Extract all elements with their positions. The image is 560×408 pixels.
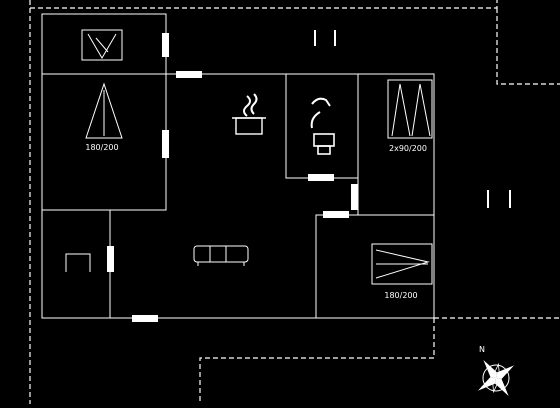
toilet-icon	[310, 97, 335, 155]
window-mark-right	[487, 190, 511, 208]
door-bedroom-bottom	[323, 211, 349, 218]
wc-room	[285, 74, 359, 179]
kitchen-pot-icon	[232, 93, 266, 135]
bedroom-bottom-right	[315, 214, 358, 318]
door-wc	[308, 174, 334, 181]
terrace-outline	[29, 0, 560, 404]
bed-left-label: 180/200	[85, 143, 118, 152]
compass-north-label: N	[479, 345, 485, 354]
entry-room	[42, 209, 111, 318]
sofa-icon	[193, 245, 249, 266]
shower-icon	[81, 29, 123, 61]
bathroom-room	[41, 13, 167, 75]
bed-left-icon	[85, 82, 123, 139]
door-bedroom-left	[162, 130, 169, 158]
compass-icon	[477, 359, 515, 397]
door-bedroom-right	[351, 184, 358, 210]
window-bathroom	[162, 33, 169, 57]
door-top	[176, 71, 202, 78]
bed-right-icon	[387, 79, 433, 139]
bed-bottom-right-label: 180/200	[384, 291, 417, 300]
doors-windows	[107, 30, 511, 322]
window-mark-top	[314, 30, 336, 46]
bed-bottom-right-icon	[371, 243, 433, 285]
bed-right-label: 2x90/200	[389, 144, 427, 153]
door-front	[132, 315, 158, 322]
entry-cabinet-icon	[65, 253, 91, 272]
door-entry	[107, 246, 114, 272]
